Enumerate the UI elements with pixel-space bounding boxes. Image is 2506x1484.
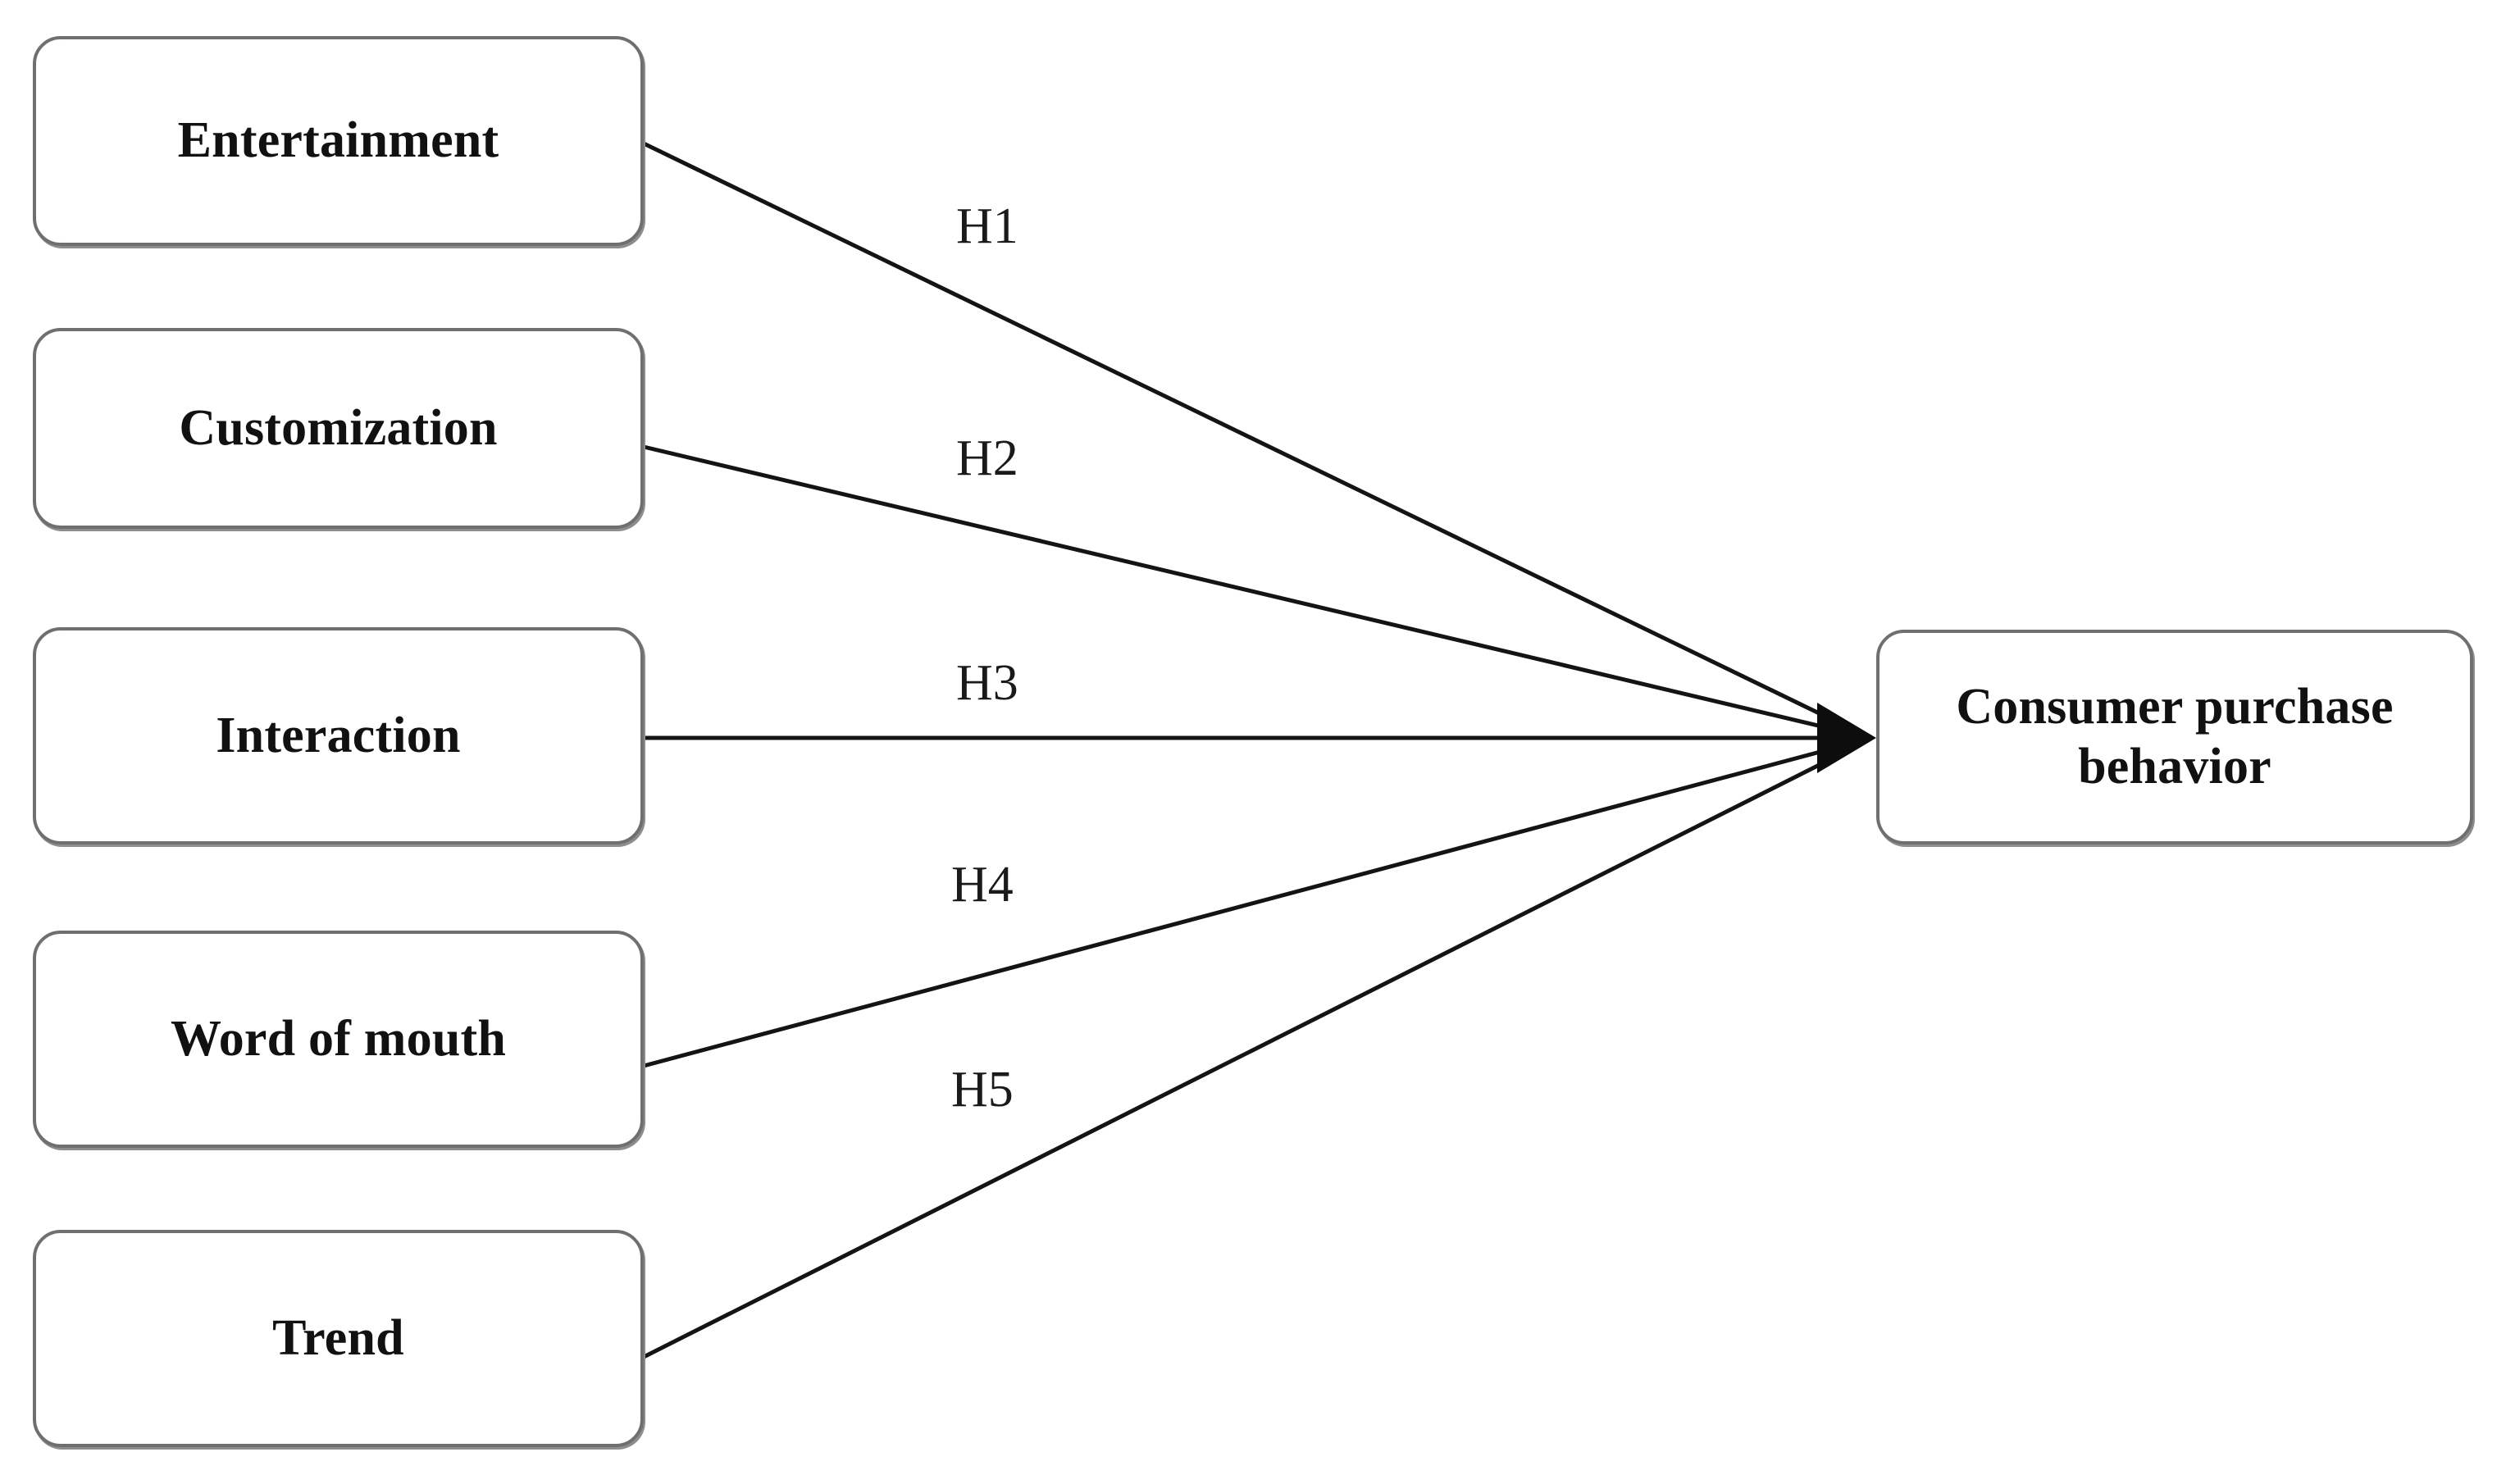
arrowhead-icon: [1817, 703, 1876, 773]
edge-line-h4: [643, 738, 1864, 1068]
node-customization[interactable]: Customization: [33, 328, 644, 529]
edge-line-h2: [643, 444, 1864, 739]
node-word-of-mouth[interactable]: Word of mouth: [33, 931, 644, 1148]
edge-label-h4: H4: [951, 857, 1014, 913]
edge-label-h3: H3: [956, 655, 1018, 711]
edge-label-h1: H1: [956, 198, 1018, 254]
node-consumer-purchase-behavior-label: Consumer purchase behavior: [1956, 677, 2393, 797]
node-entertainment[interactable]: Entertainment: [33, 36, 644, 246]
edge-label-h2: H2: [956, 430, 1018, 486]
node-interaction-label: Interaction: [216, 707, 461, 763]
outcome-label-line-1: Consumer purchase: [1956, 678, 2394, 735]
node-trend-label: Trend: [272, 1309, 404, 1366]
edge-line-h1: [642, 141, 1865, 737]
outcome-label-line-2: behavior: [2078, 739, 2271, 794]
node-consumer-purchase-behavior[interactable]: Consumer purchase behavior: [1876, 630, 2473, 844]
edge-label-h5: H5: [951, 1062, 1014, 1118]
node-word-of-mouth-label: Word of mouth: [170, 1010, 507, 1067]
node-entertainment-label: Entertainment: [177, 112, 499, 169]
node-trend[interactable]: Trend: [33, 1230, 644, 1447]
edge-line-h5: [642, 740, 1865, 1359]
node-interaction[interactable]: Interaction: [33, 627, 644, 844]
node-customization-label: Customization: [179, 399, 498, 456]
